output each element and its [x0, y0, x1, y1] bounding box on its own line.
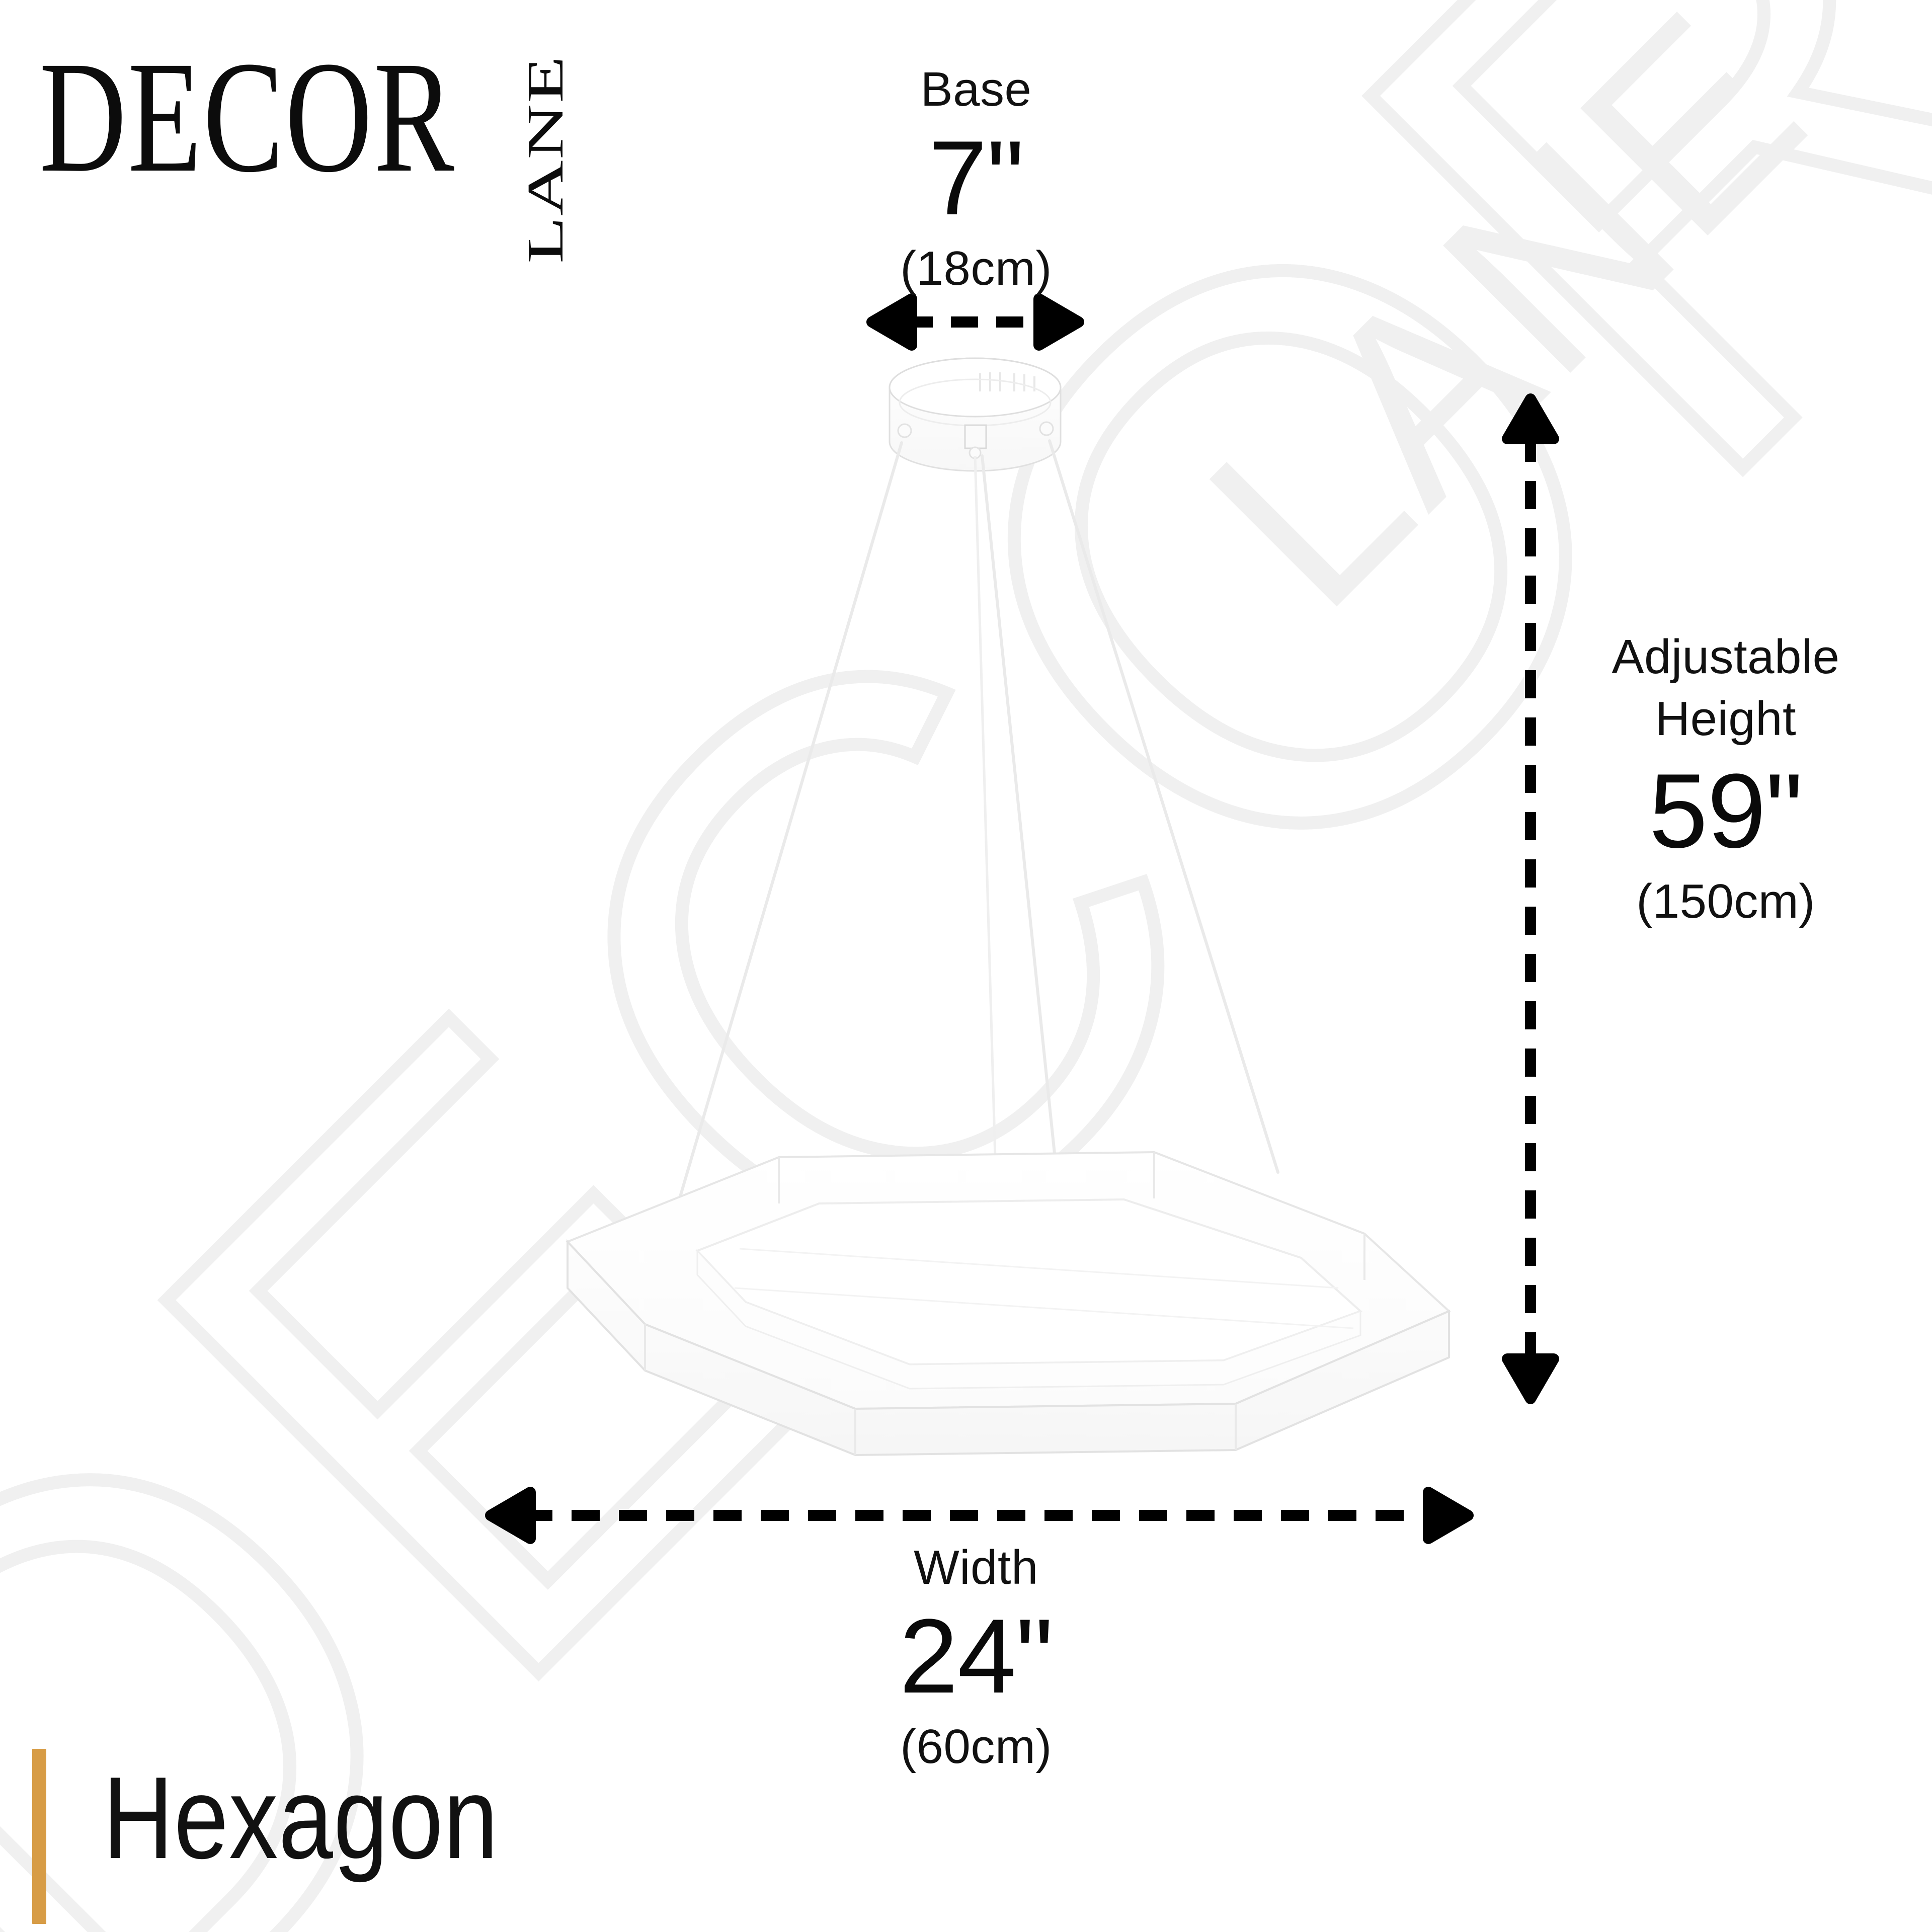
hexagonal-ring-shade — [566, 1151, 1451, 1457]
logo-lane-text: LANE — [517, 55, 574, 264]
accent-bar — [32, 1749, 46, 1924]
base-dimension-arrow — [866, 293, 1084, 351]
width-dimension-label: Width 24" (60cm) — [785, 1540, 1167, 1776]
product-name: Hexagon — [103, 1753, 499, 1883]
width-value-metric: (60cm) — [900, 1720, 1052, 1774]
product-name-block: Hexagon — [32, 1749, 574, 1924]
suspension-cables — [679, 439, 1279, 1198]
height-dimension-label: Adjustable Height 59" (150cm) — [1530, 626, 1922, 930]
height-value-metric: (150cm) — [1636, 874, 1815, 928]
width-value-imperial: 24" — [899, 1597, 1054, 1716]
ceiling-canopy — [889, 357, 1062, 472]
base-caption: Base — [920, 62, 1032, 116]
height-value-imperial: 59" — [1649, 751, 1803, 870]
width-dimension-arrow — [485, 1487, 1474, 1544]
width-caption: Width — [914, 1541, 1038, 1594]
brand-logo: DECOR LANE — [39, 37, 583, 264]
logo-lane-wrapper: LANE — [508, 55, 583, 264]
power-cord — [974, 455, 1001, 1299]
watermark-lane-text: LANE — [1154, 0, 1860, 662]
logo-decor-text: DECOR — [39, 28, 456, 205]
height-caption-line1: Adjustable — [1612, 630, 1840, 684]
base-value-imperial: 7" — [928, 119, 1024, 237]
base-dimension-label: Base 7" (18cm) — [785, 61, 1167, 297]
height-caption-line2: Height — [1655, 691, 1797, 746]
base-value-metric: (18cm) — [900, 242, 1052, 296]
